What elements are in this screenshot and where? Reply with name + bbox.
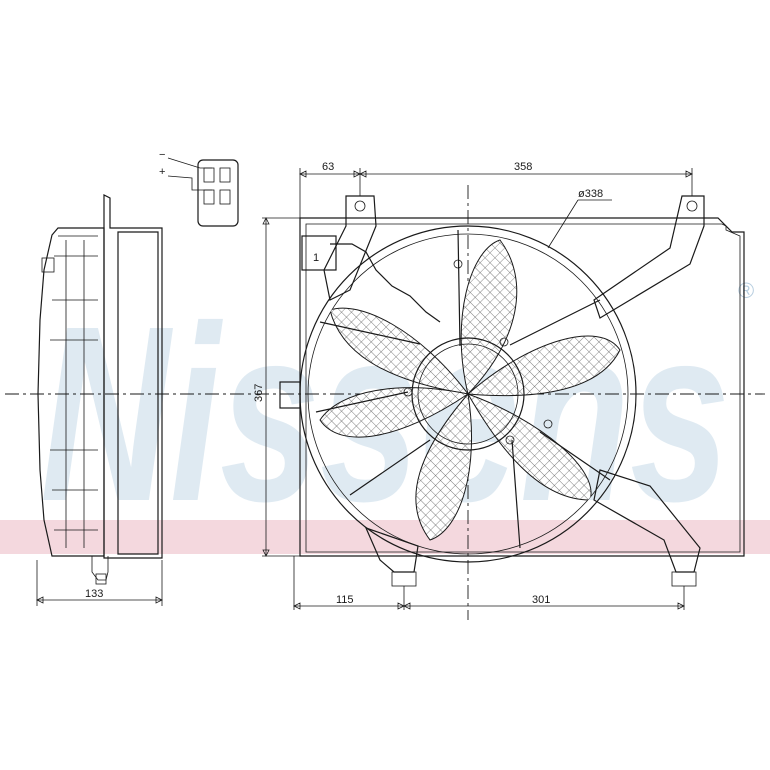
watermark-band — [0, 520, 770, 554]
wire-connector-label: 1 — [313, 252, 319, 264]
dim-bottom-left: 115 — [336, 594, 354, 606]
connector: − + — [159, 149, 239, 227]
dim-bottom-span: 301 — [532, 594, 550, 606]
dim-depth: 133 — [85, 588, 103, 600]
dim-width: 358 — [514, 161, 532, 173]
watermark-registered-mark: ® — [738, 278, 754, 303]
dimension-lines: 63 358 ø338 367 115 301 — [253, 161, 693, 610]
side-view: 133 — [36, 194, 163, 606]
dim-height: 367 — [253, 384, 265, 402]
connector-plus-label: + — [159, 166, 165, 178]
dim-offset-left: 63 — [322, 161, 334, 173]
connector-minus-label: − — [159, 149, 165, 161]
dim-fan-diameter: ø338 — [578, 188, 603, 200]
